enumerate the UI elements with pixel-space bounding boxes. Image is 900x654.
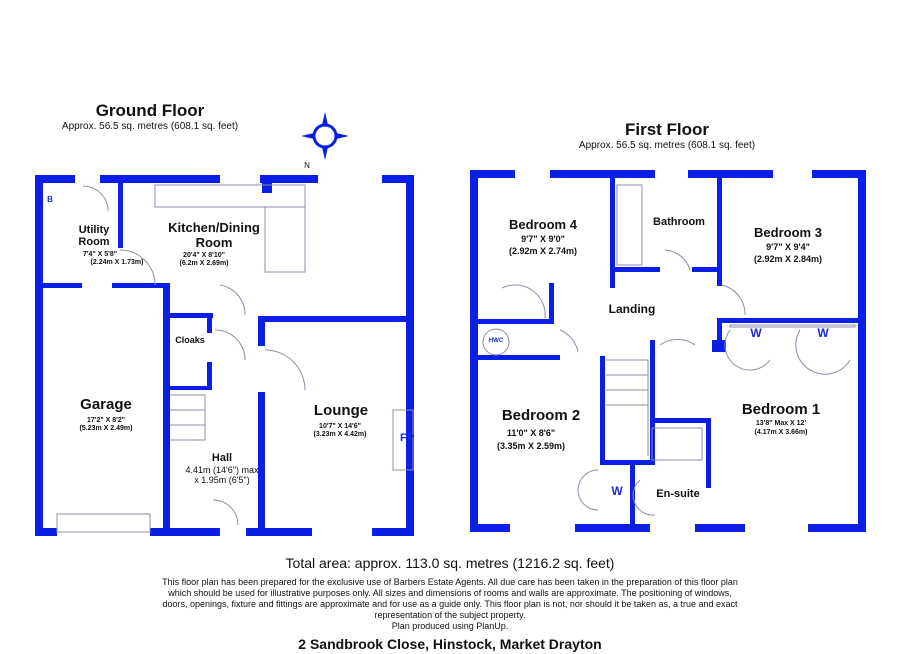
boiler-label: B	[47, 195, 53, 204]
room-bedroom-2-dims: 11'0" X 8'6"	[506, 428, 556, 438]
room-hall: Hall	[211, 452, 233, 464]
ground-floor-area: Approx. 56.5 sq. metres (608.1 sq. feet)	[61, 121, 239, 132]
room-bedroom-3-dims-m: (2.92m X 2.84m)	[753, 254, 823, 264]
ground-floor-title: Ground Floor	[95, 101, 205, 120]
room-bedroom-2-dims-m: (3.35m X 2.59m)	[496, 441, 566, 451]
room-kitchen-dims: 20'4" X 8'10"	[183, 252, 225, 259]
room-cloaks: Cloaks	[175, 335, 205, 345]
compass-icon	[301, 112, 349, 160]
room-landing: Landing	[608, 302, 656, 316]
total-area: Total area: approx. 113.0 sq. metres (12…	[285, 555, 615, 571]
room-lounge-dims-m: (3.23m X 4.42m)	[313, 431, 367, 438]
room-bedroom-4-dims: 9'7" X 9'0"	[521, 234, 565, 244]
room-hall-dims-m: x 1.95m (6'5")	[194, 475, 250, 485]
room-bedroom-3: Bedroom 3	[754, 225, 822, 240]
wardrobe-label: W	[817, 326, 829, 340]
room-bedroom-1: Bedroom 1	[741, 401, 821, 418]
room-bedroom-4-dims-m: (2.92m X 2.74m)	[508, 246, 578, 256]
room-garage-dims: 17'2" X 8'2"	[87, 417, 125, 424]
hwc-label: HWC	[488, 338, 504, 344]
room-kitchen-dims-m: (6.2m X 2.69m)	[179, 260, 229, 267]
room-en-suite: En-suite	[656, 488, 700, 500]
wardrobe-label: W	[750, 326, 762, 340]
first-floor-area: Approx. 56.5 sq. metres (608.1 sq. feet)	[578, 140, 756, 151]
first-floor-title: First Floor	[624, 120, 710, 139]
room-garage-dims-m: (5.23m X 2.49m)	[79, 425, 133, 432]
room-utility-dims-m: (2.24m X 1.73m)	[90, 259, 144, 266]
room-bedroom-2: Bedroom 2	[501, 407, 581, 424]
room-bedroom-3-dims: 9'7" X 9'4"	[766, 242, 810, 252]
disclaimer-text: This floor plan has been prepared for th…	[162, 577, 738, 620]
property-address: 2 Sandbrook Close, Hinstock, Market Dray…	[298, 636, 602, 652]
room-utility: Utility Room	[78, 224, 110, 248]
room-lounge: Lounge	[313, 402, 369, 419]
room-hall-dims: 4.41m (14'6") max	[185, 465, 259, 475]
room-utility-dims: 7'4" X 5'8"	[82, 251, 118, 258]
room-bedroom-1-dims: 13'8" Max X 12'	[755, 420, 807, 427]
room-kitchen: Kitchen/Dining Room	[168, 220, 260, 250]
compass-north: N	[304, 161, 310, 170]
room-garage: Garage	[80, 396, 132, 413]
ground-floor-walls	[35, 175, 414, 536]
disclaimer: This floor plan has been prepared for th…	[160, 577, 740, 632]
room-lounge-dims: 10'7" X 14'6"	[319, 423, 361, 430]
room-bedroom-4: Bedroom 4	[509, 217, 577, 232]
room-bathroom: Bathroom	[653, 216, 705, 228]
wardrobe-label: W	[611, 484, 623, 498]
produced-by: Plan produced using PlanUp.	[391, 621, 509, 631]
fireplace-label: FP	[399, 432, 415, 444]
room-bedroom-1-dims-m: (4.17m X 3.66m)	[754, 429, 808, 436]
first-floor-walls	[470, 170, 866, 532]
